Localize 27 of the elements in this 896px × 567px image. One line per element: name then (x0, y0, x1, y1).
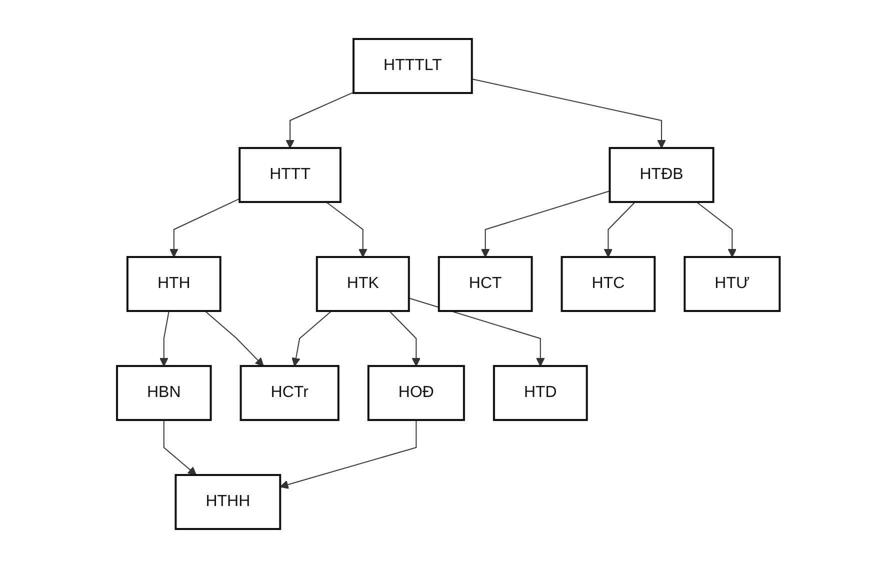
node-box: HTC (560, 256, 656, 312)
node-box: HCTr (239, 364, 340, 420)
arrow (291, 310, 332, 366)
arrow (408, 297, 544, 366)
node-box: HTƯ (683, 256, 780, 312)
node-box: HTD (492, 364, 588, 420)
arrow (325, 201, 367, 257)
arrow (471, 78, 666, 148)
node-box: HTĐB (608, 146, 714, 202)
arrow (204, 310, 264, 366)
arrow (163, 419, 196, 475)
node-box: HOĐ (367, 364, 465, 420)
arrow (388, 310, 420, 366)
arrow (159, 310, 170, 366)
node-box: HTH (126, 256, 221, 312)
arrow (279, 419, 416, 488)
node-box: HBN (116, 364, 212, 420)
arrow (480, 190, 610, 257)
node-box: HCT (438, 256, 532, 312)
node-box: HTTT (238, 146, 342, 202)
arrow (285, 91, 354, 148)
node-box: HTK (316, 256, 410, 312)
node-box: HTHH (174, 474, 281, 530)
node-box: HTTTLT (352, 38, 473, 94)
arrow (169, 198, 240, 257)
arrow (603, 201, 636, 257)
arrow (696, 201, 736, 257)
